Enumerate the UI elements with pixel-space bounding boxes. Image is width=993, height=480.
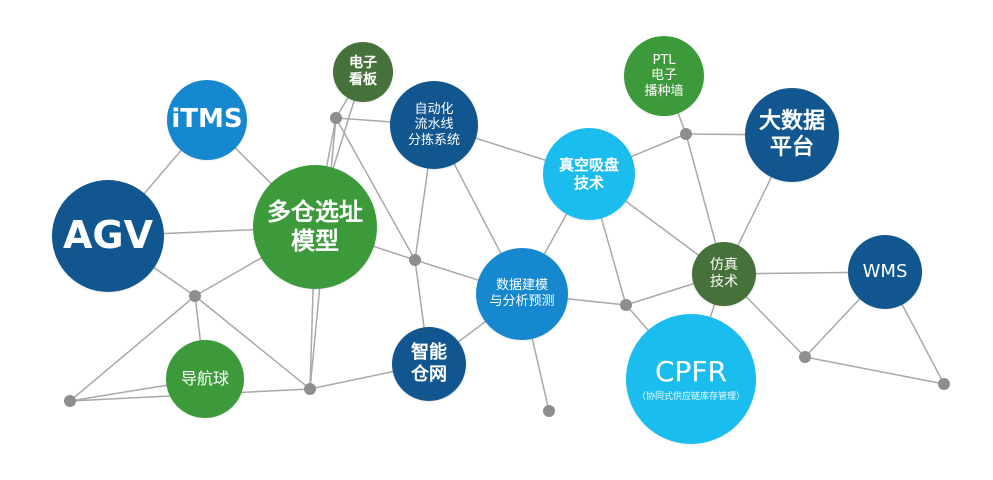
- edge-d1-d2: [335, 117, 416, 261]
- edge-d3-d5: [194, 295, 311, 390]
- node-cpfr: CPFR （协同式供应链库存管理）: [626, 314, 756, 444]
- junction-dot: [938, 378, 950, 390]
- junction-dot: [620, 299, 632, 311]
- node-eboard-line-1: 电子: [349, 55, 377, 72]
- node-bigdata-line-1: 大数据: [758, 108, 825, 134]
- node-ptl-line-1: PTL: [652, 52, 676, 68]
- node-sim-line-2: 技术: [710, 274, 738, 290]
- node-ptl: PTL 电子 播种墙: [624, 36, 704, 116]
- junction-dot: [680, 128, 692, 140]
- node-itms: iTMS: [167, 80, 247, 160]
- junction-dots: [64, 112, 950, 417]
- node-vacuum: 真空吸盘 技术: [543, 128, 635, 220]
- node-smart-network: 智能 仓网: [392, 327, 466, 401]
- node-navigation-ball: 导航球: [166, 340, 244, 418]
- junction-dot: [543, 405, 555, 417]
- junction-dot: [189, 290, 201, 302]
- node-multi-line-1: 多仓选址: [267, 198, 363, 227]
- node-itms-line-1: iTMS: [171, 104, 243, 135]
- node-sim-line-1: 仿真: [710, 257, 738, 274]
- node-ptl-line-2: 电子: [650, 68, 677, 84]
- node-vacuum-line-2: 技术: [573, 174, 604, 192]
- node-nav-line-1: 导航球: [180, 369, 229, 389]
- node-simulation: 仿真 技术: [692, 242, 756, 306]
- node-auto-line-3: 分拣系统: [407, 132, 460, 148]
- node-wms-line-1: WMS: [862, 261, 908, 283]
- node-eboard-line-2: 看板: [349, 72, 377, 88]
- junction-dot: [799, 351, 811, 363]
- node-cpfr-line-1: CPFR: [655, 354, 727, 388]
- node-agv-line-1: AGV: [62, 213, 153, 258]
- edge-d3-d4: [69, 295, 196, 402]
- junction-dot: [304, 383, 316, 395]
- node-bigdata: 大数据 平台: [745, 88, 839, 182]
- node-multi-warehouse: 多仓选址 模型: [253, 165, 377, 289]
- node-vacuum-line-1: 真空吸盘: [558, 156, 619, 174]
- node-auto-line-2: 流水线: [414, 117, 454, 133]
- node-data-modeling: 数据建模 与分析预测: [476, 248, 568, 340]
- node-ptl-line-3: 播种墙: [644, 83, 684, 99]
- node-agv: AGV: [52, 180, 164, 292]
- node-wms: WMS: [848, 235, 922, 309]
- node-smart-line-2: 仓网: [411, 364, 447, 385]
- node-auto-line-1: 自动化: [414, 101, 454, 117]
- node-model-line-1: 数据建模: [495, 278, 548, 294]
- node-cpfr-subtitle: （协同式供应链库存管理）: [636, 392, 745, 403]
- node-multi-line-2: 模型: [291, 227, 339, 255]
- junction-dot: [64, 395, 76, 407]
- junction-dot: [330, 112, 342, 124]
- node-bigdata-line-2: 平台: [769, 135, 814, 160]
- node-smart-line-1: 智能: [411, 342, 447, 364]
- node-eboard: 电子 看板: [333, 42, 393, 102]
- junction-dot: [409, 254, 421, 266]
- node-auto-sorting: 自动化 流水线 分拣系统: [390, 81, 478, 169]
- node-model-line-2: 与分析预测: [489, 294, 555, 309]
- edge-d9-d10: [804, 356, 945, 385]
